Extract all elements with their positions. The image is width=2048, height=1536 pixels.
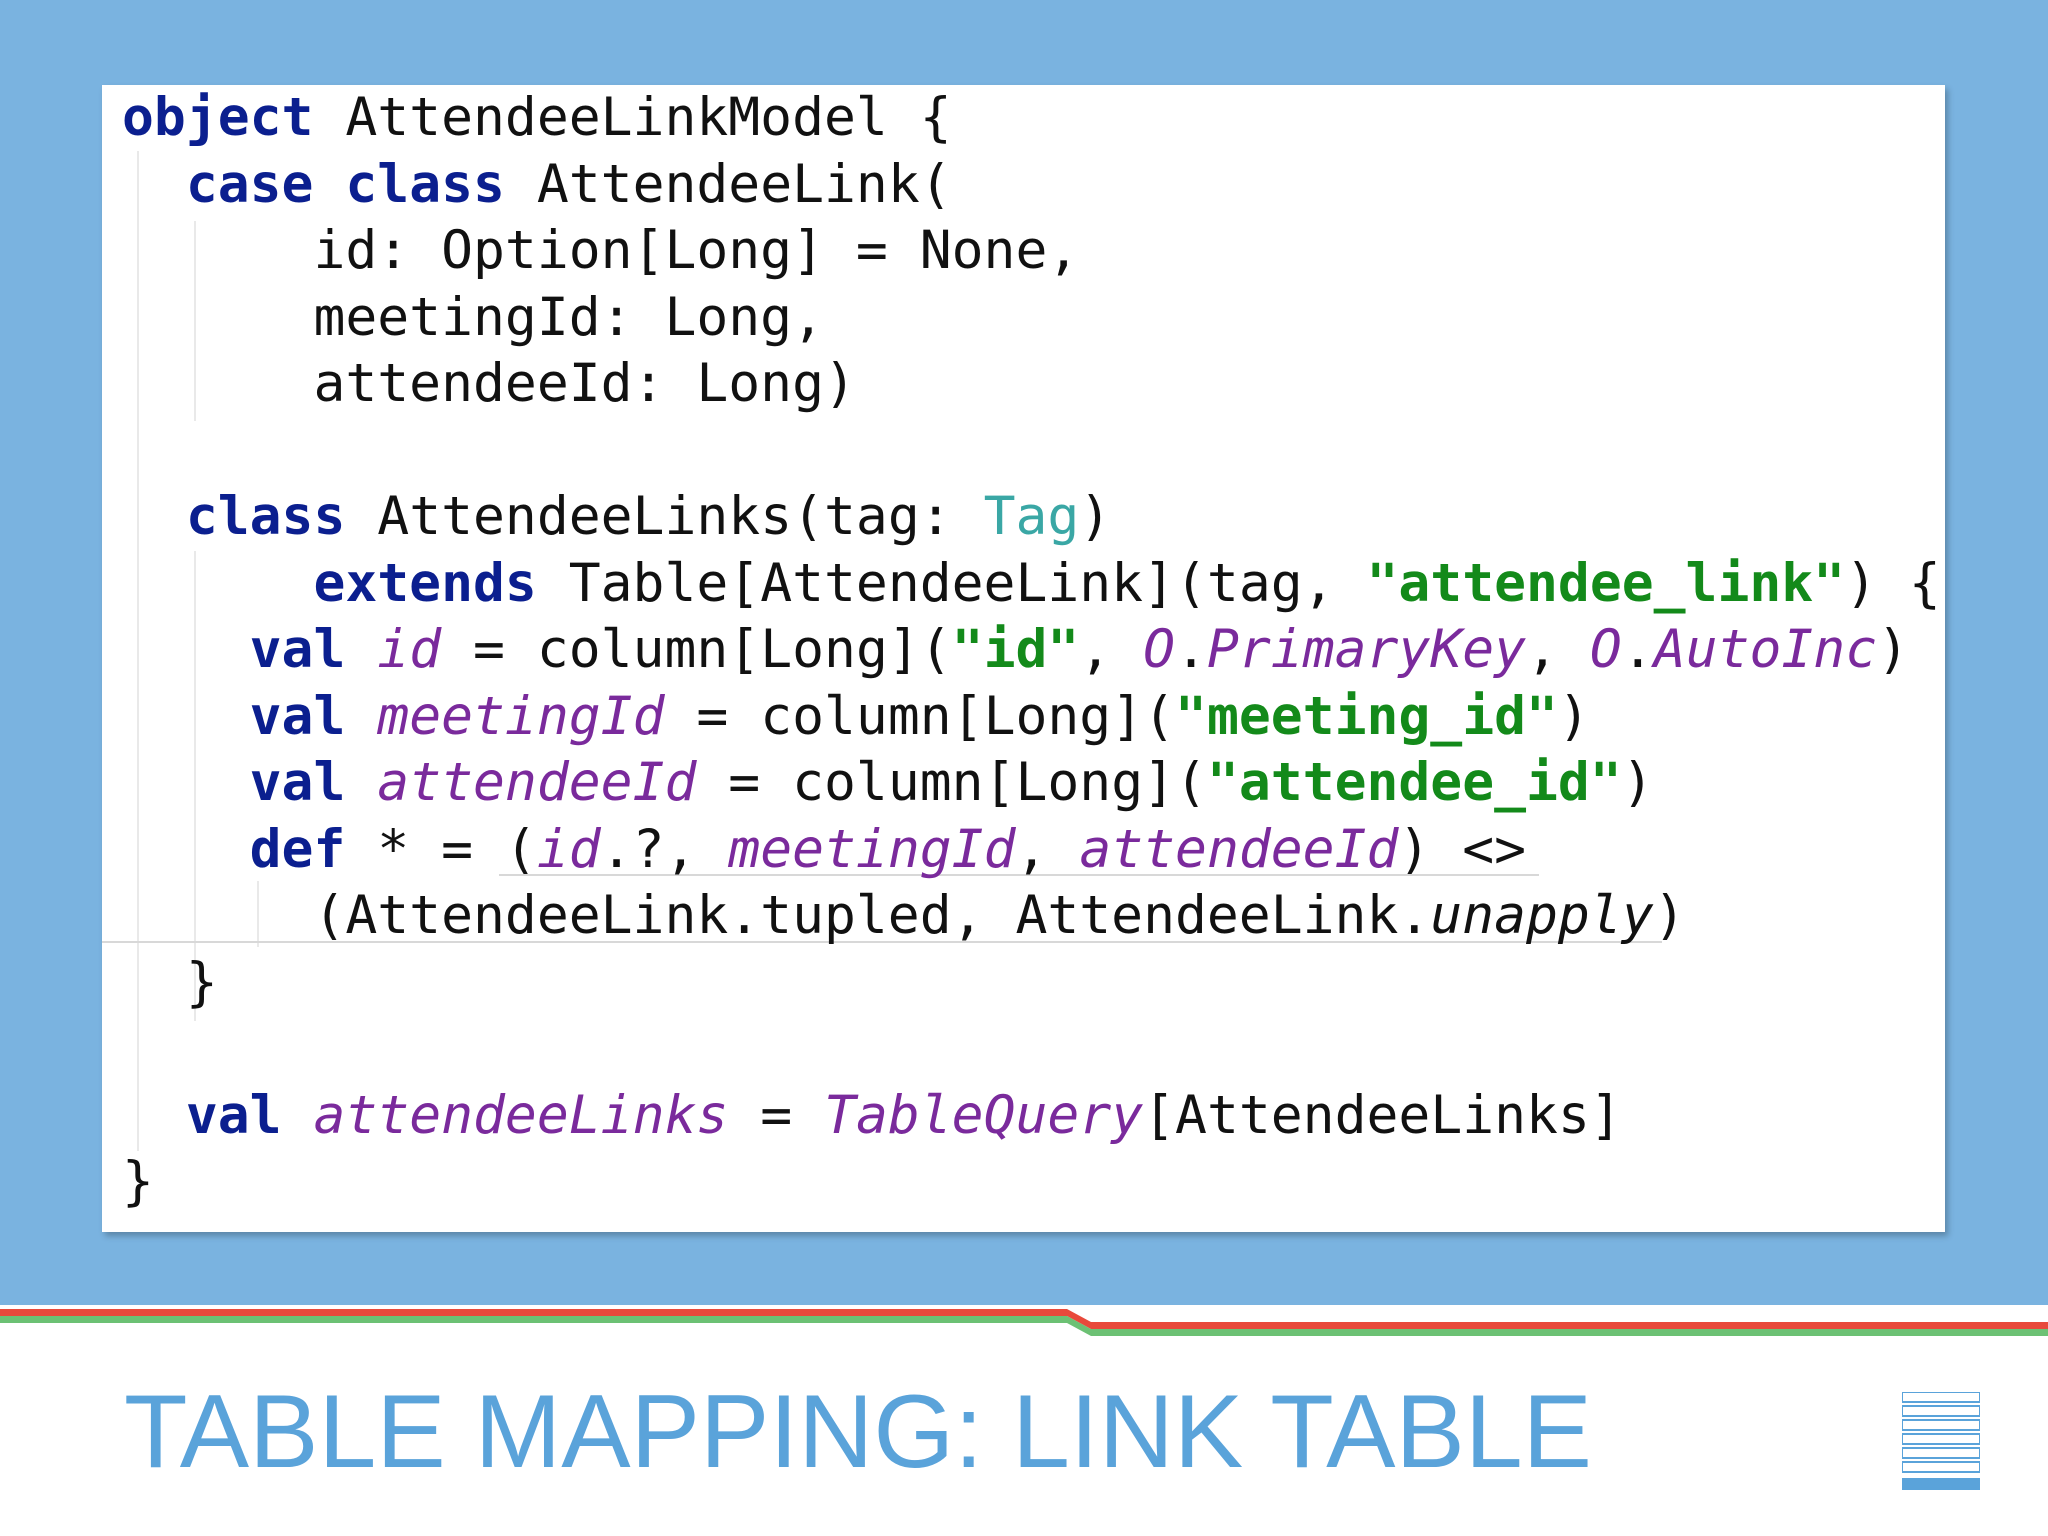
code-line: attendeeId: Long) bbox=[122, 351, 856, 417]
code-token: "id" bbox=[951, 619, 1080, 680]
footer-band bbox=[0, 1305, 2048, 1536]
code-line: case class AttendeeLink( bbox=[122, 152, 952, 218]
code-token: class bbox=[185, 486, 346, 547]
code-token bbox=[122, 154, 186, 215]
code-token: val bbox=[249, 685, 346, 747]
code-panel: object AttendeeLinkModel { case class At… bbox=[102, 85, 1945, 1232]
code-token: ) bbox=[1653, 885, 1686, 946]
code-token: Tag bbox=[983, 486, 1080, 547]
code-token: val bbox=[185, 1084, 282, 1146]
code-line: val id = column[Long]("id", O.PrimaryKey… bbox=[122, 617, 1909, 683]
code-token bbox=[345, 619, 377, 680]
code-token bbox=[345, 686, 377, 747]
code-token: ) bbox=[1877, 619, 1910, 680]
code-token bbox=[313, 154, 345, 215]
code-token: .?, bbox=[600, 818, 729, 880]
code-token: , bbox=[1015, 818, 1080, 880]
code-token bbox=[122, 819, 250, 880]
code-token: AutoInc bbox=[1653, 619, 1878, 680]
stacked-bars-icon bbox=[1902, 1392, 1980, 1490]
code-token: ) bbox=[1621, 752, 1654, 813]
code-line: id: Option[Long] = None, bbox=[122, 218, 1079, 284]
code-token: id bbox=[536, 818, 601, 880]
code-line: extends Table[AttendeeLink](tag, "attend… bbox=[122, 551, 1941, 617]
code-line: val attendeeId = column[Long]("attendee_… bbox=[122, 750, 1654, 816]
code-token: Table[AttendeeLink](tag, bbox=[536, 552, 1367, 614]
code-token: extends bbox=[313, 552, 537, 614]
code-line: def * = (id.?, meetingId, attendeeId) <> bbox=[122, 817, 1526, 883]
code-token: def bbox=[249, 818, 346, 880]
code-token: O bbox=[1589, 619, 1622, 680]
code-token: AttendeeLinkModel { bbox=[313, 87, 952, 148]
code-token: object bbox=[122, 87, 314, 148]
code-token: class bbox=[345, 153, 505, 215]
code-token: ) bbox=[1079, 486, 1112, 547]
code-line: val attendeeLinks = TableQuery[AttendeeL… bbox=[122, 1083, 1622, 1149]
code-token: , bbox=[1079, 619, 1144, 680]
code-token: "meeting_id" bbox=[1175, 685, 1558, 747]
code-token: val bbox=[249, 752, 346, 813]
code-token: } bbox=[122, 1151, 154, 1212]
code-token: = column[Long]( bbox=[664, 685, 1176, 747]
code-token: = column[Long]( bbox=[696, 752, 1207, 813]
indent-guide bbox=[194, 221, 196, 421]
code-token: meetingId bbox=[728, 818, 1016, 880]
code-line: } bbox=[122, 1149, 154, 1215]
code-token: PrimaryKey bbox=[1206, 619, 1527, 680]
code-token: . bbox=[1621, 619, 1654, 680]
code-token: id bbox=[377, 619, 442, 680]
slide-title: TABLE MAPPING: LINK TABLE bbox=[124, 1374, 1593, 1490]
code-token: attendeeId bbox=[1079, 818, 1399, 880]
code-token: TableQuery bbox=[824, 1084, 1144, 1146]
divider-stripes bbox=[0, 1309, 2048, 1336]
code-line: val meetingId = column[Long]("meeting_id… bbox=[122, 684, 1590, 750]
code-token: attendeeId bbox=[377, 752, 697, 813]
code-token: (AttendeeLink.tupled, AttendeeLink. bbox=[122, 885, 1431, 946]
indent-guide bbox=[257, 881, 259, 947]
code-token bbox=[122, 686, 250, 747]
code-token bbox=[345, 752, 377, 813]
code-token: [AttendeeLinks] bbox=[1143, 1084, 1622, 1146]
code-token bbox=[122, 486, 186, 547]
code-token: val bbox=[249, 619, 346, 680]
code-token bbox=[282, 1085, 314, 1146]
code-token: "attendee_link" bbox=[1366, 552, 1846, 614]
code-line: object AttendeeLinkModel { bbox=[122, 85, 952, 151]
code-token bbox=[122, 1085, 186, 1146]
code-line: class AttendeeLinks(tag: Tag) bbox=[122, 484, 1111, 550]
code-line: (AttendeeLink.tupled, AttendeeLink.unapp… bbox=[122, 883, 1686, 949]
code-token: attendeeLinks bbox=[313, 1084, 729, 1146]
code-token: "attendee_id" bbox=[1206, 752, 1622, 813]
code-token: meetingId bbox=[377, 685, 665, 747]
code-token: = column[Long]( bbox=[441, 619, 952, 680]
code-token bbox=[122, 752, 250, 813]
code-token: meetingId: Long, bbox=[122, 286, 824, 348]
code-token: AttendeeLink( bbox=[504, 153, 952, 215]
code-token: case bbox=[185, 153, 314, 215]
code-line: } bbox=[122, 950, 218, 1016]
code-token: , bbox=[1526, 619, 1590, 680]
code-token: ) { bbox=[1845, 552, 1941, 614]
separator-line bbox=[499, 874, 1539, 876]
code-token: . bbox=[1175, 619, 1207, 680]
code-token bbox=[122, 619, 250, 680]
code-token: id: Option[Long] = None, bbox=[122, 220, 1080, 281]
code-token: ) <> bbox=[1398, 818, 1527, 880]
code-token: * = ( bbox=[345, 818, 537, 880]
code-token: = bbox=[728, 1084, 825, 1146]
code-line: meetingId: Long, bbox=[122, 285, 824, 351]
code-token: O bbox=[1143, 619, 1176, 680]
code-token: AttendeeLinks(tag: bbox=[345, 486, 984, 547]
code-token bbox=[122, 553, 313, 614]
separator-line bbox=[102, 941, 1662, 943]
code-token: attendeeId: Long) bbox=[122, 353, 856, 414]
code-token: } bbox=[122, 951, 218, 1013]
indent-guide bbox=[137, 151, 139, 1151]
code-token: unapply bbox=[1430, 885, 1654, 946]
indent-guide bbox=[194, 551, 196, 1021]
code-token: ) bbox=[1557, 685, 1590, 747]
